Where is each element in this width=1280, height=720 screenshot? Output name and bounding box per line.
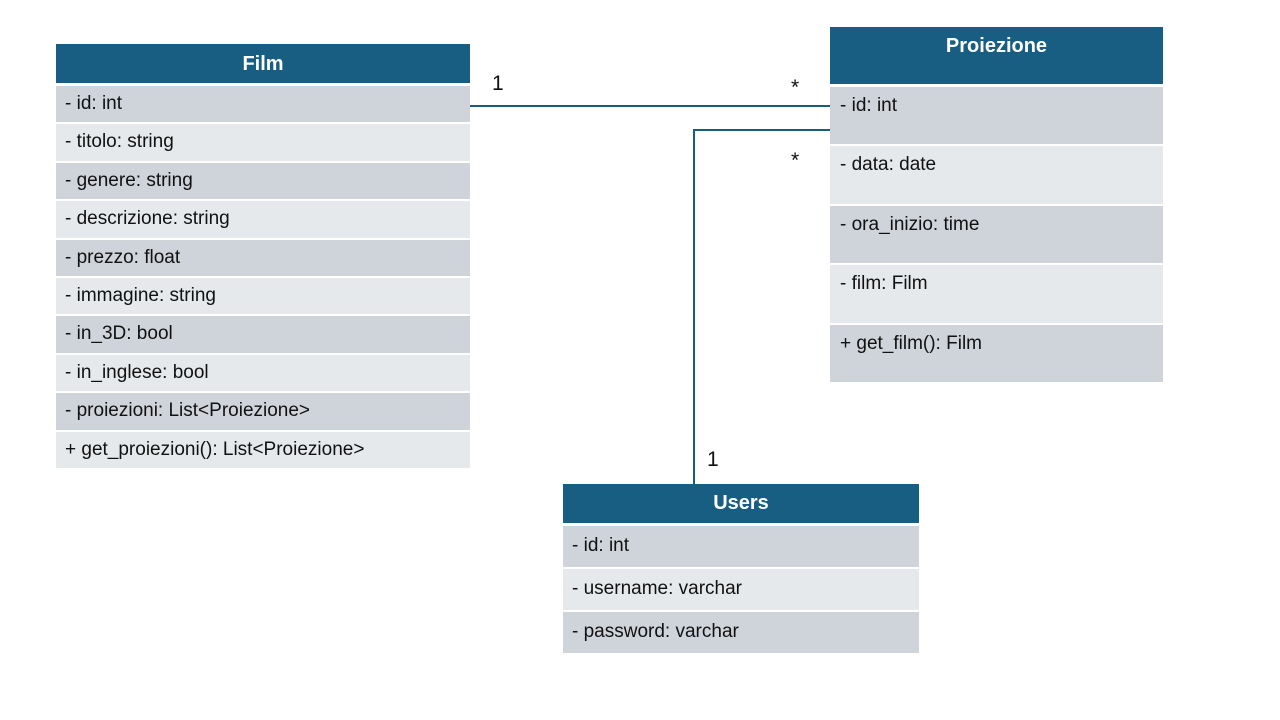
class-member: - data: date [830, 146, 1163, 206]
multiplicity-film-end: 1 [492, 72, 504, 95]
class-member: - id: int [563, 526, 919, 569]
class-proiezione-title: Proiezione [830, 27, 1163, 87]
multiplicity-proiezione-end: * [791, 76, 800, 99]
class-users-members: - id: int - username: varchar - password… [563, 526, 919, 655]
class-film-title: Film [56, 44, 470, 86]
class-member: - proiezioni: List<Proiezione> [56, 393, 470, 432]
class-film: Film - id: int - titolo: string - genere… [56, 44, 470, 470]
multiplicity-proiezione-end: * [791, 149, 800, 172]
class-member: - password: varchar [563, 612, 919, 655]
class-member: - in_inglese: bool [56, 354, 470, 394]
association-users-proiezione-line [693, 129, 830, 484]
class-member: - in_3D: bool [56, 316, 470, 355]
class-users-title: Users [563, 484, 919, 526]
class-proiezione: Proiezione - id: int - data: date - ora_… [830, 27, 1163, 384]
class-method: + get_film(): Film [830, 324, 1163, 384]
class-member: - id: int [56, 86, 470, 125]
class-member: - username: varchar [563, 569, 919, 612]
class-member: - id: int [830, 87, 1163, 147]
class-member: - genere: string [56, 162, 470, 202]
class-member: - film: Film [830, 265, 1163, 325]
class-film-members: - id: int - titolo: string - genere: str… [56, 86, 470, 470]
class-method: + get_proiezioni(): List<Proiezione> [56, 431, 470, 470]
class-member: - descrizione: string [56, 201, 470, 240]
class-member: - ora_inizio: time [830, 205, 1163, 266]
class-member: - titolo: string [56, 124, 470, 163]
class-proiezione-members: - id: int - data: date - ora_inizio: tim… [830, 87, 1163, 384]
class-users: Users - id: int - username: varchar - pa… [563, 484, 919, 655]
multiplicity-users-end: 1 [707, 448, 719, 471]
class-member: - immagine: string [56, 277, 470, 317]
class-member: - prezzo: float [56, 239, 470, 278]
